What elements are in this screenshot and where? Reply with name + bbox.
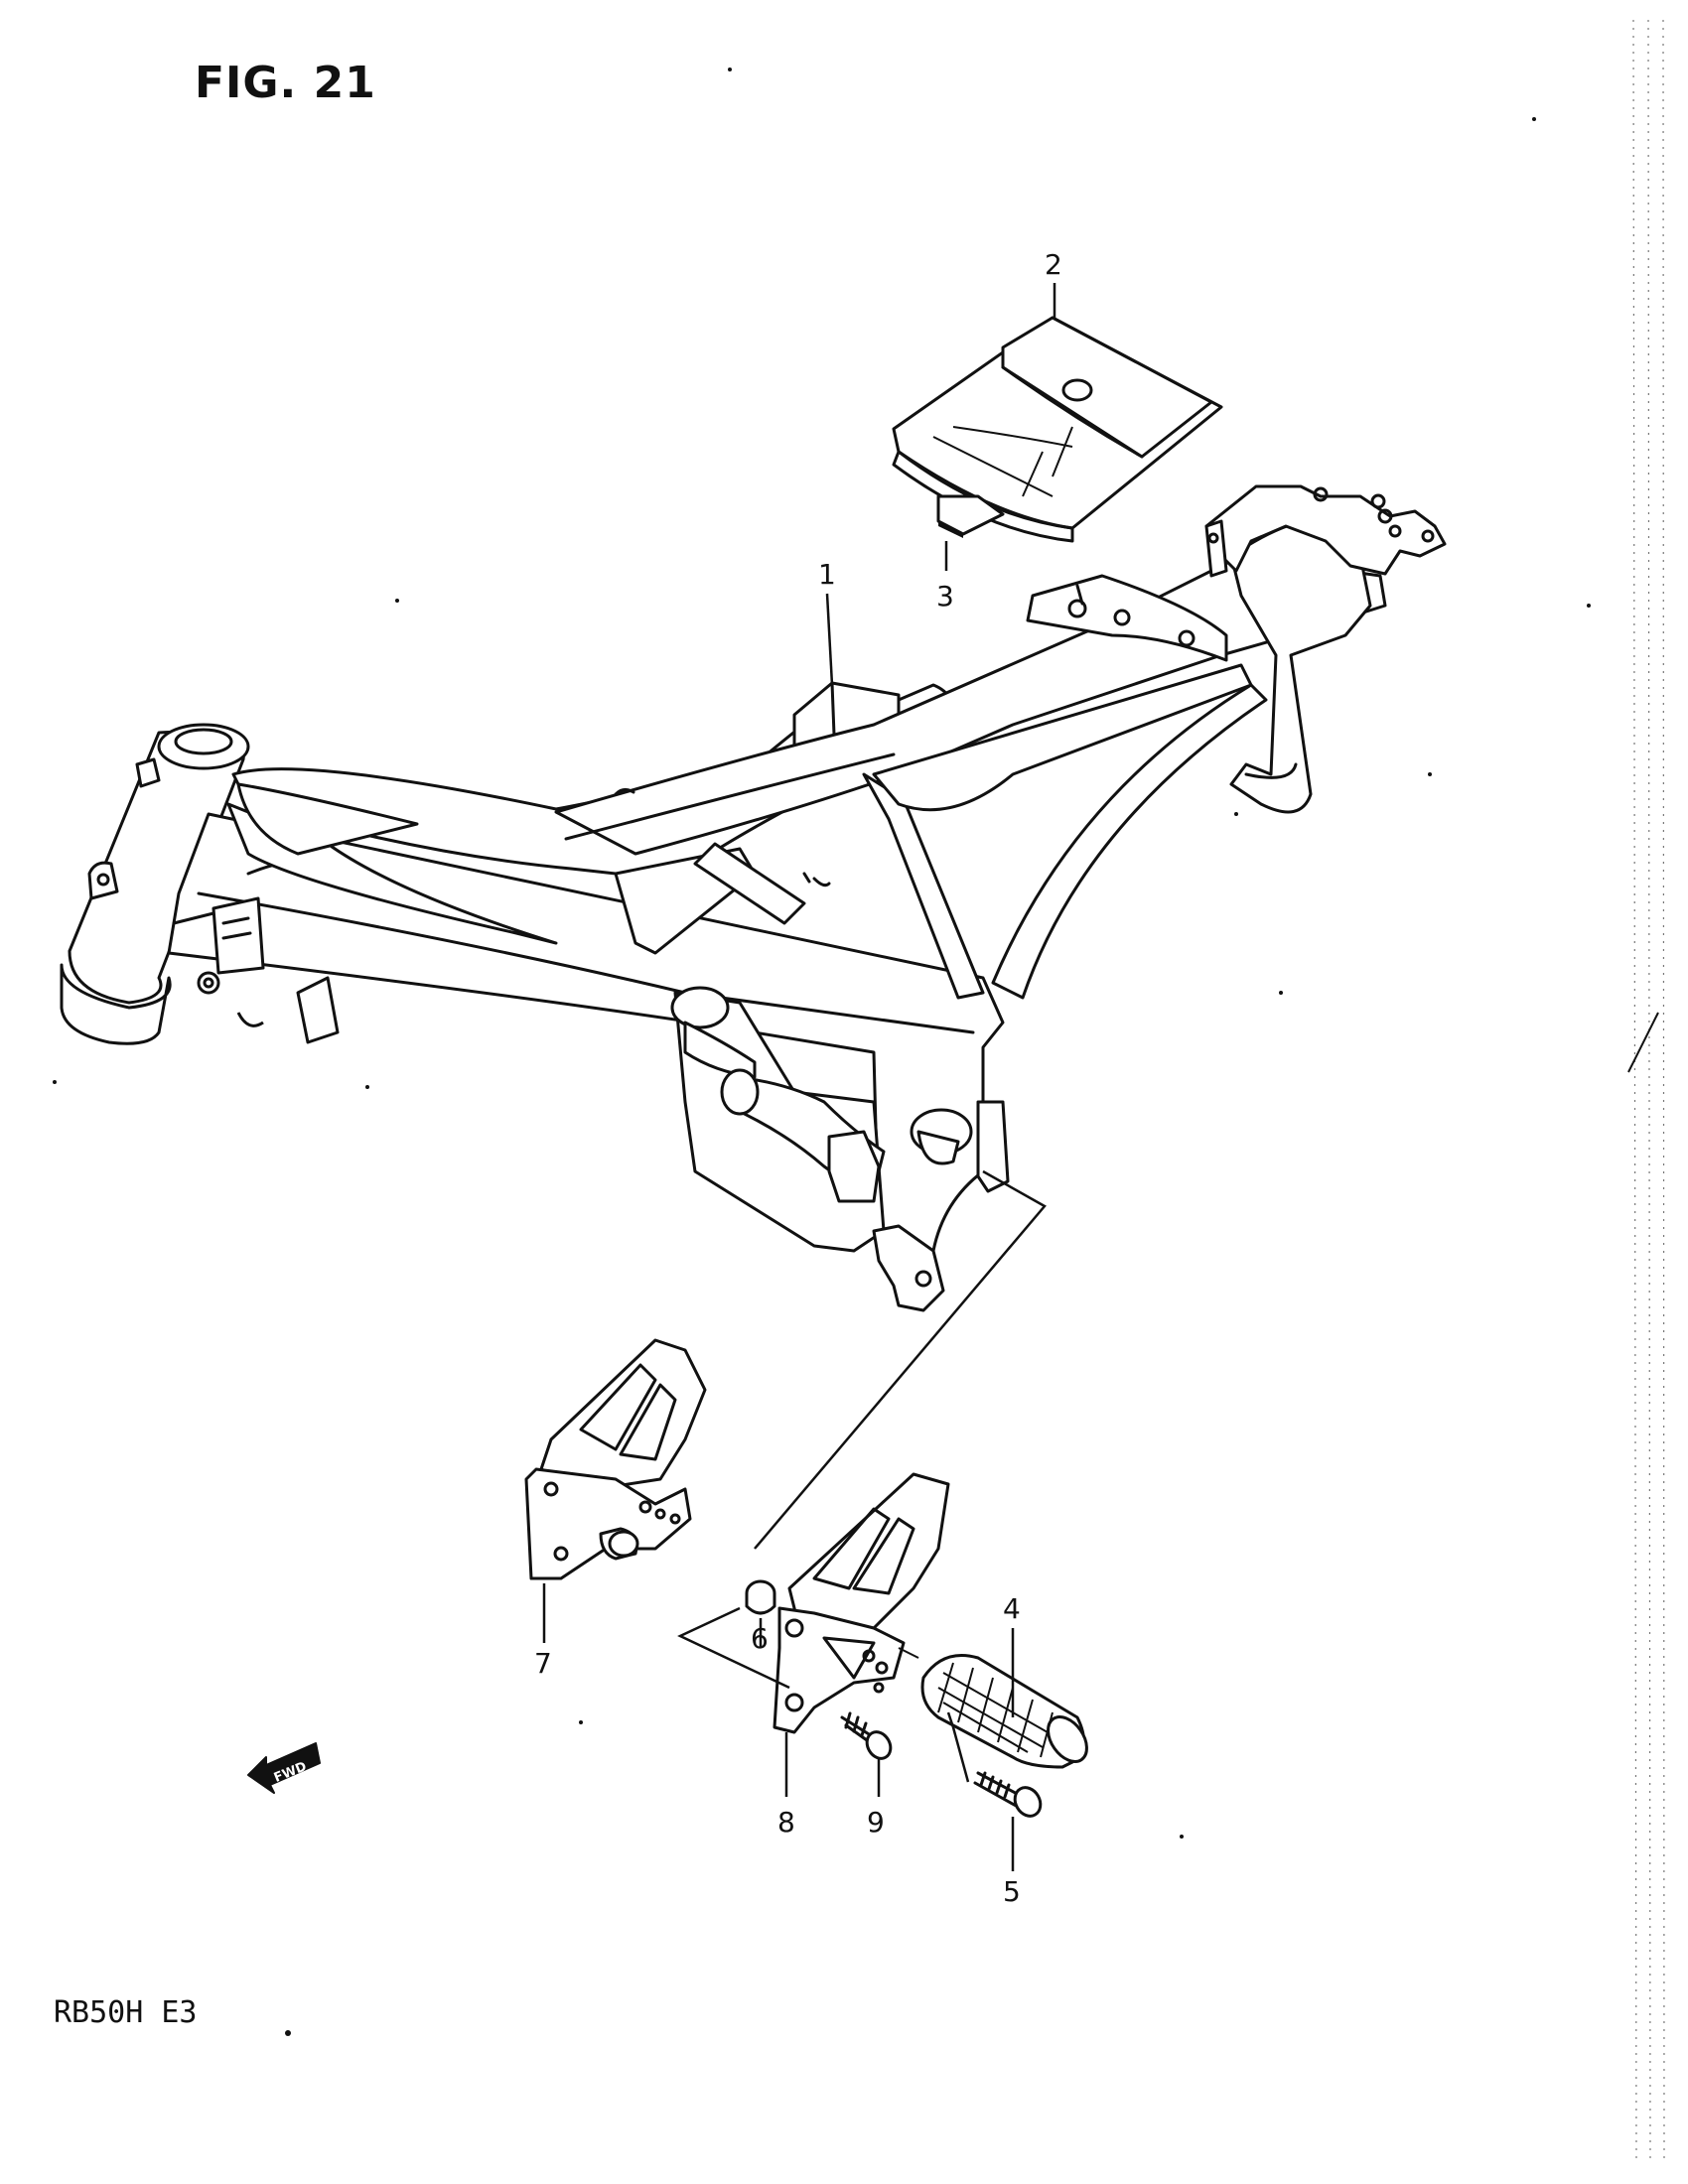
footrest-bracket-left xyxy=(524,1338,707,1580)
footpeg-rubber xyxy=(920,1654,1088,1769)
bolt-9 xyxy=(840,1711,893,1760)
callout-labels: 2 3 1 4 5 6 7 8 9 xyxy=(534,248,1062,1908)
bolt-5 xyxy=(973,1771,1043,1818)
callout-6: 6 xyxy=(751,1622,769,1655)
callout-7: 7 xyxy=(534,1647,552,1680)
lower-down-beam xyxy=(167,812,1005,1253)
model-code: RB50H E3 xyxy=(54,1995,198,2030)
tool-bag-band xyxy=(936,494,1005,538)
figure-title: FIG. 21 xyxy=(195,58,376,108)
callout-leaders xyxy=(542,283,1056,1871)
pivot-boss xyxy=(670,986,730,1029)
callout-5: 5 xyxy=(1003,1875,1021,1908)
rear-frame-plate xyxy=(1204,484,1447,576)
footrest-plate-right xyxy=(773,1606,906,1734)
callout-3: 3 xyxy=(936,580,954,613)
callout-1: 1 xyxy=(818,558,836,591)
main-frame xyxy=(60,484,1447,1312)
scan-edge-noise xyxy=(1627,19,1665,2165)
footrest-plate-left xyxy=(524,1467,692,1580)
damper-nut xyxy=(745,1579,776,1615)
fwd-arrow-icon: FWD xyxy=(247,1742,321,1794)
callout-9: 9 xyxy=(867,1806,885,1839)
scan-specks xyxy=(53,68,1591,2036)
tool-bag xyxy=(892,316,1223,543)
rear-strut-diagonal xyxy=(872,663,1253,812)
callout-2: 2 xyxy=(1045,248,1062,281)
head-tube-top xyxy=(157,723,250,770)
callout-4: 4 xyxy=(1003,1592,1021,1625)
footrest-bracket-right xyxy=(773,1472,950,1734)
lower-bracket xyxy=(872,1224,945,1312)
callout-8: 8 xyxy=(777,1806,795,1839)
assembly-guide-lines xyxy=(677,1169,1047,1783)
